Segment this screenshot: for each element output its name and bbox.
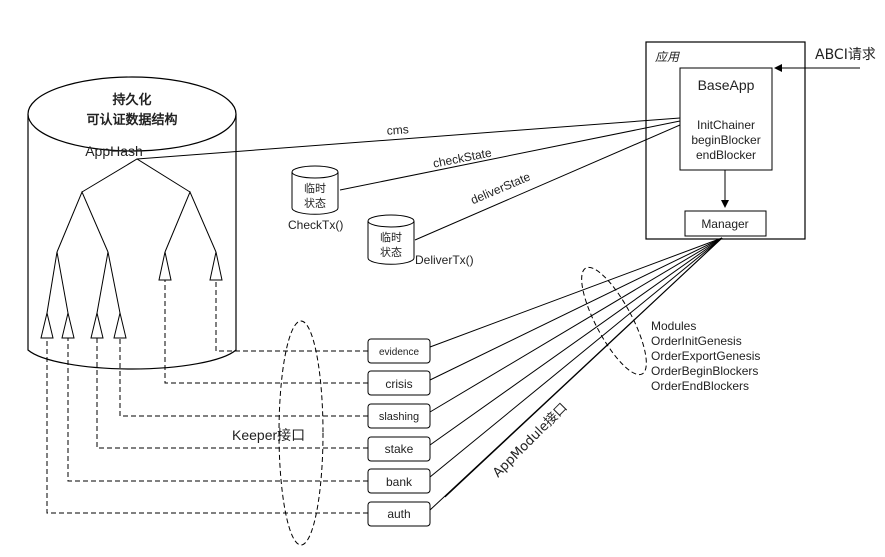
manager-box: Manager	[684, 210, 767, 237]
leaf-triangle	[113, 312, 127, 339]
module-box-slashing: slashing	[367, 403, 431, 429]
appmodule-interface-label: AppModule接口	[490, 400, 571, 481]
baseapp-box: BaseApp InitChainer beginBlocker endBloc…	[679, 67, 773, 171]
leaf-triangle	[158, 251, 172, 281]
module-box-crisis: crisis	[367, 370, 431, 396]
module-box-bank: bank	[367, 468, 431, 494]
leaf-triangle	[90, 312, 104, 339]
check-tx-temp-store: 临时 状态 CheckTx()	[288, 165, 343, 232]
svg-text:Modules: Modules	[651, 319, 696, 333]
appmodule-interface-ellipse	[581, 266, 647, 376]
leaf-triangle	[61, 312, 75, 339]
svg-text:状态: 状态	[304, 196, 326, 210]
svg-text:OrderBeginBlockers: OrderBeginBlockers	[651, 364, 758, 378]
baseapp-title: BaseApp	[698, 77, 755, 93]
keeper-interface-ellipse	[278, 320, 324, 546]
svg-text:OrderEndBlockers: OrderEndBlockers	[651, 379, 749, 393]
leaf-triangle	[209, 251, 223, 281]
svg-text:状态: 状态	[380, 245, 402, 259]
cms-label: cms	[386, 122, 409, 138]
svg-text:临时: 临时	[304, 181, 326, 195]
module-box-auth: auth	[367, 501, 431, 527]
module-box-evidence: evidence	[367, 338, 431, 364]
svg-text:stake: stake	[385, 442, 414, 456]
svg-text:临时: 临时	[380, 230, 402, 244]
leaf-triangle	[40, 312, 54, 339]
svg-text:bank: bank	[386, 475, 413, 489]
check-state-label: checkState	[432, 145, 493, 170]
svg-text:OrderInitGenesis: OrderInitGenesis	[651, 334, 742, 348]
app-title: 应用	[655, 50, 680, 64]
deliver-tx-temp-store: 临时 状态 DeliverTx()	[367, 214, 474, 267]
svg-text:slashing: slashing	[379, 411, 419, 423]
svg-text:auth: auth	[387, 507, 410, 521]
module-box-stake: stake	[367, 436, 431, 462]
deliver-state-label: deliverState	[469, 169, 533, 207]
abci-label: ABCI请求	[815, 47, 876, 63]
apphash-label: AppHash	[85, 143, 143, 159]
svg-text:OrderExportGenesis: OrderExportGenesis	[651, 349, 760, 363]
appmodule-connections	[429, 237, 723, 511]
baseapp-method: beginBlocker	[691, 133, 760, 147]
store-title-line1: 持久化	[112, 92, 151, 108]
keeper-interface-label: Keeper接口	[232, 427, 305, 443]
keeper-connectors	[46, 280, 368, 514]
baseapp-method: endBlocker	[696, 148, 756, 162]
svg-text:evidence: evidence	[379, 347, 419, 358]
merkle-tree	[40, 158, 223, 339]
delivertx-caption: DeliverTx()	[415, 253, 474, 267]
checktx-caption: CheckTx()	[288, 218, 343, 232]
persistent-store-cylinder: 持久化 可认证数据结构 AppHash	[27, 76, 237, 370]
app-container: 应用	[645, 41, 806, 240]
baseapp-method: InitChainer	[697, 118, 755, 132]
manager-fields: Modules OrderInitGenesis OrderExportGene…	[651, 319, 760, 393]
state-connections	[136, 117, 681, 241]
svg-text:crisis: crisis	[385, 377, 412, 391]
store-title-line2: 可认证数据结构	[86, 112, 177, 128]
manager-label: Manager	[701, 217, 748, 231]
